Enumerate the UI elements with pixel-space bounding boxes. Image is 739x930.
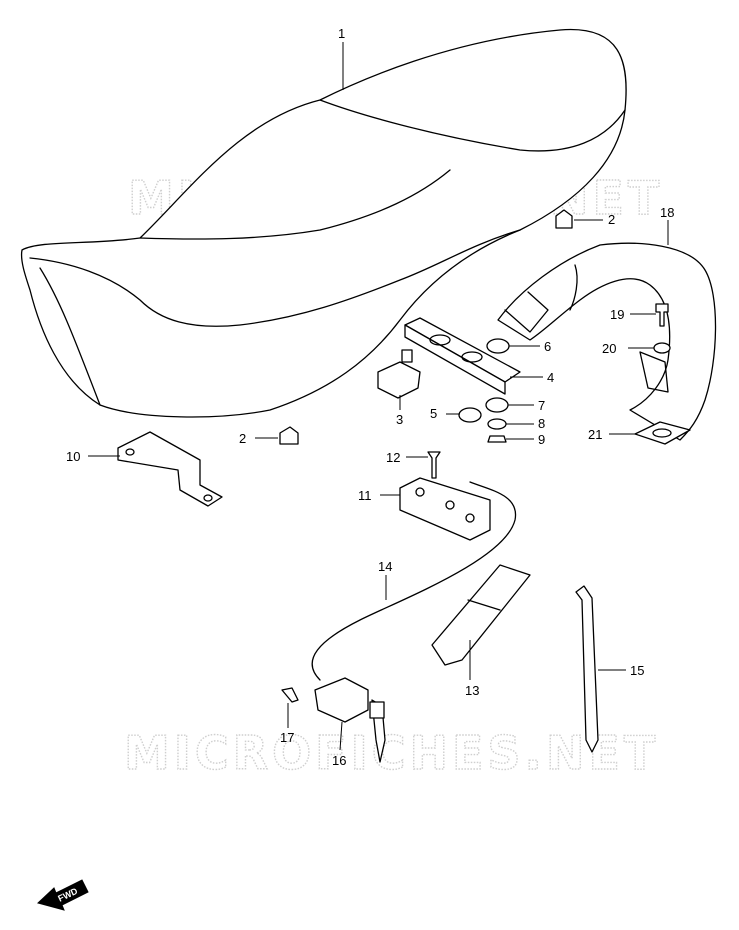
- bolt-19: [655, 303, 669, 327]
- lock-16: [314, 677, 369, 723]
- callout-20: 20: [602, 341, 616, 356]
- buffer-bottom: [279, 426, 299, 445]
- bracket-10: [117, 431, 223, 507]
- seat: [20, 28, 627, 418]
- callout-13: 13: [465, 683, 479, 698]
- nut-9: [487, 435, 507, 443]
- callout-4: 4: [547, 370, 554, 385]
- callout-18: 18: [660, 205, 674, 220]
- callout-7: 7: [538, 398, 545, 413]
- callout-21: 21: [588, 427, 602, 442]
- washer-7: [485, 397, 509, 413]
- callout-5: 5: [430, 406, 437, 421]
- callout-3: 3: [396, 412, 403, 427]
- seat-bracket: [404, 317, 521, 395]
- cushion-6: [486, 338, 510, 354]
- callouts: 1 2 2 3 4 5 6 7 8 9 10 11 12 13 14 15 16…: [66, 26, 674, 768]
- buffer-top: [555, 209, 573, 229]
- washer-8: [487, 418, 507, 430]
- seat-catch: [377, 349, 421, 399]
- callout-1: 1: [338, 26, 345, 41]
- callout-2-top: 2: [608, 212, 615, 227]
- watermark-bottom: MICROFICHES.NET: [124, 726, 659, 780]
- callout-9: 9: [538, 432, 545, 447]
- callout-11: 11: [358, 488, 372, 503]
- screw-17: [281, 687, 299, 703]
- fwd-arrow-icon: FWD: [37, 879, 89, 911]
- cover-13: [431, 564, 531, 666]
- washer-20: [653, 342, 671, 354]
- callout-12: 12: [386, 450, 400, 465]
- grab-rail: [497, 242, 717, 441]
- callout-17: 17: [280, 730, 294, 745]
- cushion-5: [458, 407, 482, 423]
- seat-lock: [399, 477, 491, 541]
- cable: [311, 481, 517, 681]
- callout-2-bottom: 2: [239, 431, 246, 446]
- callout-8: 8: [538, 416, 545, 431]
- callout-19: 19: [610, 307, 624, 322]
- strap-15: [575, 585, 599, 753]
- leader-lines: [88, 42, 669, 751]
- callout-10: 10: [66, 449, 80, 464]
- screw-12: [427, 451, 441, 479]
- callout-6: 6: [544, 339, 551, 354]
- pad-21: [634, 421, 691, 445]
- callout-16: 16: [332, 753, 346, 768]
- callout-15: 15: [630, 663, 644, 678]
- callout-14: 14: [378, 559, 392, 574]
- key-head: [369, 701, 385, 719]
